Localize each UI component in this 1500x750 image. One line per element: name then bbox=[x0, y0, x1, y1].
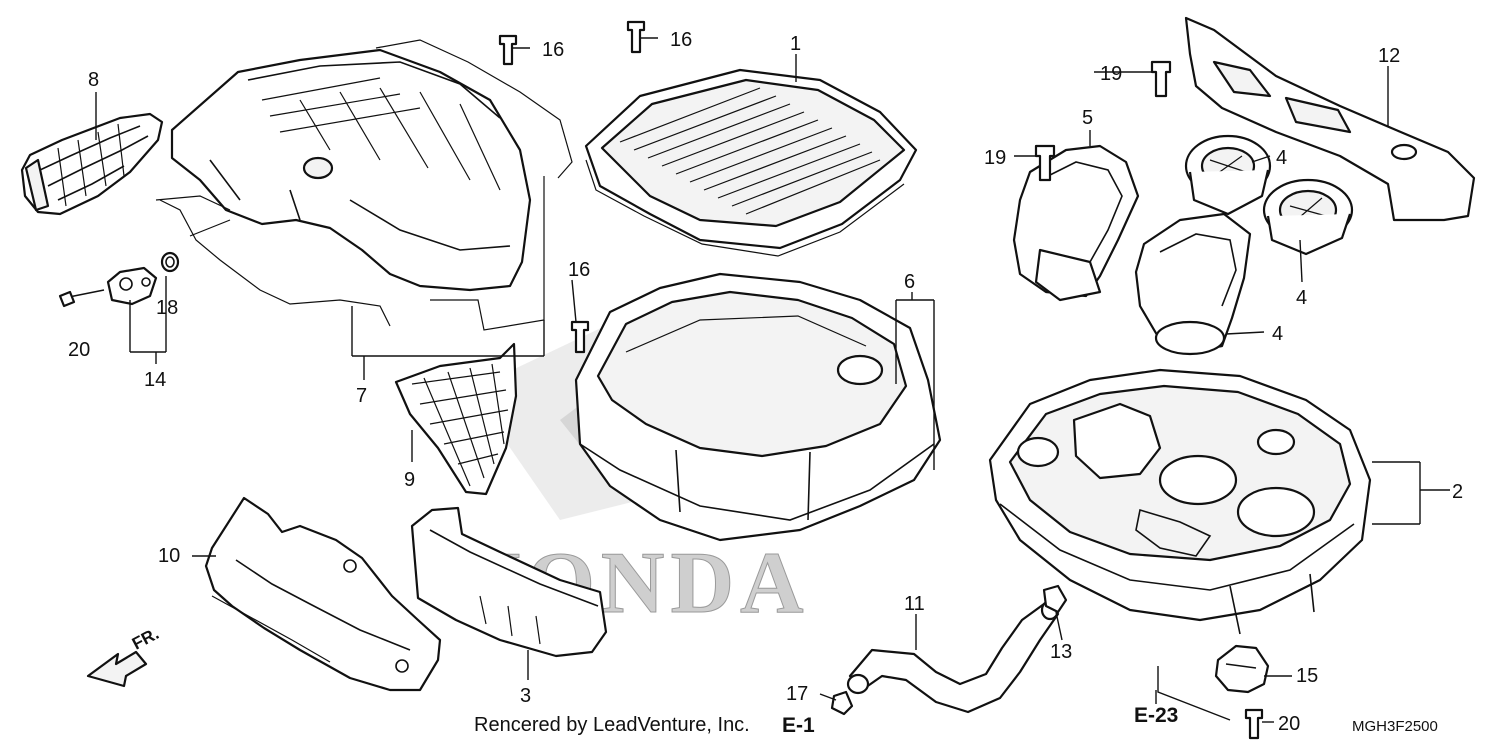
bolt-20-bottom-right bbox=[1244, 708, 1264, 740]
callout-20: 20 bbox=[68, 339, 90, 361]
callout-4: 4 bbox=[1296, 287, 1307, 309]
callout-numbers: 8 16 16 1 19 12 19 5 4 4 4 6 16 2 18 20 … bbox=[68, 29, 1463, 735]
bolt-19-lower bbox=[1034, 144, 1056, 182]
part-8-intake-duct bbox=[20, 112, 164, 216]
part-7-case bbox=[574, 272, 942, 542]
part-4-duct-lower bbox=[1134, 212, 1252, 356]
callout-10: 10 bbox=[158, 545, 180, 567]
callout-20: 20 bbox=[1278, 713, 1300, 735]
part-5-duct bbox=[1012, 144, 1140, 302]
diagram-code: MGH3F2500 bbox=[1352, 718, 1438, 735]
direction-label: FR. bbox=[129, 624, 162, 654]
part-12-plate bbox=[1184, 16, 1476, 222]
part-10-shield bbox=[204, 496, 442, 692]
callout-13: 13 bbox=[1050, 641, 1072, 663]
front-direction-arrow: FR. bbox=[86, 624, 162, 688]
section-references: E-1 E-23 bbox=[782, 704, 1178, 737]
part-6-cover bbox=[155, 39, 573, 331]
part-15-sensor bbox=[58, 251, 180, 308]
callout-19: 19 bbox=[1100, 63, 1122, 85]
part-1-filter bbox=[584, 68, 918, 257]
leader-lines bbox=[95, 37, 1450, 723]
callout-17: 17 bbox=[786, 683, 808, 705]
callout-2: 2 bbox=[1452, 481, 1463, 503]
callout-8: 8 bbox=[88, 69, 99, 91]
callout-5: 5 bbox=[1082, 107, 1093, 129]
callout-16: 16 bbox=[568, 259, 590, 281]
callout-15: 14 bbox=[144, 369, 166, 391]
callout-4: 4 bbox=[1272, 323, 1283, 345]
part-13-clip bbox=[1042, 584, 1068, 614]
part-4-boot-lower bbox=[1262, 178, 1354, 256]
part-4-boot-upper bbox=[1184, 134, 1272, 216]
callout-6: 7 bbox=[356, 385, 367, 407]
bolt-16-middle bbox=[570, 320, 590, 354]
footer-credit: Rencered by LeadVenture, Inc. bbox=[474, 714, 750, 736]
part-14-sensor bbox=[1214, 644, 1270, 694]
callout-12: 12 bbox=[1378, 45, 1400, 67]
part-2-lower-case bbox=[988, 368, 1372, 635]
section-ref-e23: E-23 bbox=[1134, 704, 1178, 727]
part-17-clip bbox=[830, 690, 854, 716]
callout-4: 4 bbox=[1276, 147, 1287, 169]
callout-18: 18 bbox=[156, 297, 178, 319]
callout-16: 16 bbox=[542, 39, 564, 61]
section-ref-e1: E-1 bbox=[782, 714, 815, 737]
callout-11: 11 bbox=[904, 593, 925, 615]
part-3-bracket bbox=[410, 506, 608, 658]
bolt-19-upper bbox=[1150, 60, 1172, 98]
part-11-tube bbox=[846, 599, 1060, 714]
bolt-16-top-left bbox=[498, 34, 518, 66]
callout-7: 6 bbox=[904, 271, 915, 293]
callout-9: 9 bbox=[404, 469, 415, 491]
callout-19: 19 bbox=[984, 147, 1006, 169]
part-9-screen bbox=[394, 342, 518, 496]
callout-16: 16 bbox=[670, 29, 692, 51]
bolt-16-top-center bbox=[626, 20, 646, 54]
callout-1: 1 bbox=[790, 33, 801, 55]
callout-3: 3 bbox=[520, 685, 531, 707]
callout-14: 15 bbox=[1296, 665, 1318, 687]
